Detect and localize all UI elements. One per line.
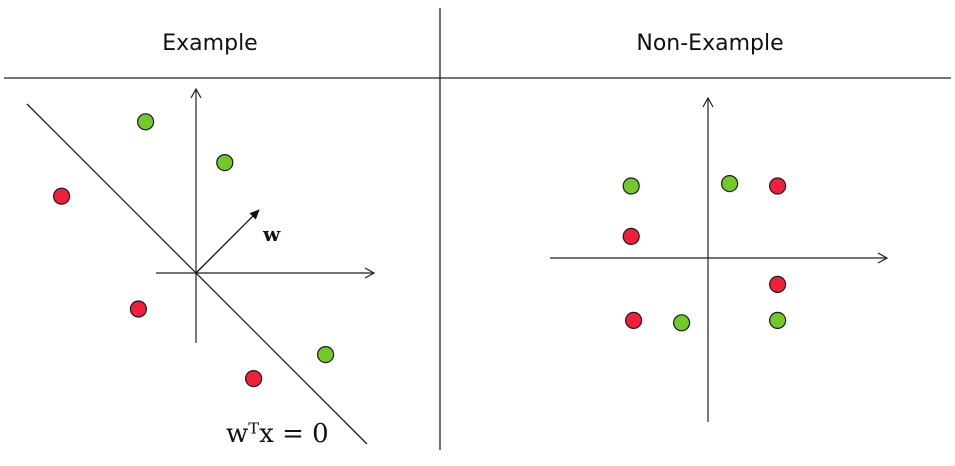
decision-boundary-line: [26, 103, 368, 445]
nonexample-green-point-2: [720, 175, 739, 193]
nonexample-red-point-3: [768, 177, 787, 195]
example-green-point-2: [216, 154, 234, 172]
weight-vector-label: w: [262, 222, 281, 246]
weight-vector-arrow: [195, 209, 260, 274]
example-red-point-4: [129, 300, 147, 318]
nonexample-red-point-4: [622, 227, 640, 245]
nonexample-green-point-7: [672, 314, 691, 332]
example-green-point-1: [137, 113, 155, 131]
example-points: [52, 113, 335, 388]
example-red-point-3: [52, 187, 71, 205]
nonexample-green-point-8: [768, 311, 787, 329]
nonexample-points: [622, 175, 787, 332]
example-green-point-5: [317, 346, 335, 364]
nonexample-red-point-5: [768, 275, 787, 293]
boundary-equation-label: wᵀx = 0: [226, 419, 329, 449]
nonexample-red-point-6: [624, 311, 643, 329]
nonexample-green-point-1: [622, 177, 640, 195]
example-header: Example: [162, 31, 258, 56]
example-red-point-6: [245, 370, 263, 388]
nonexample-header: Non-Example: [636, 31, 784, 56]
